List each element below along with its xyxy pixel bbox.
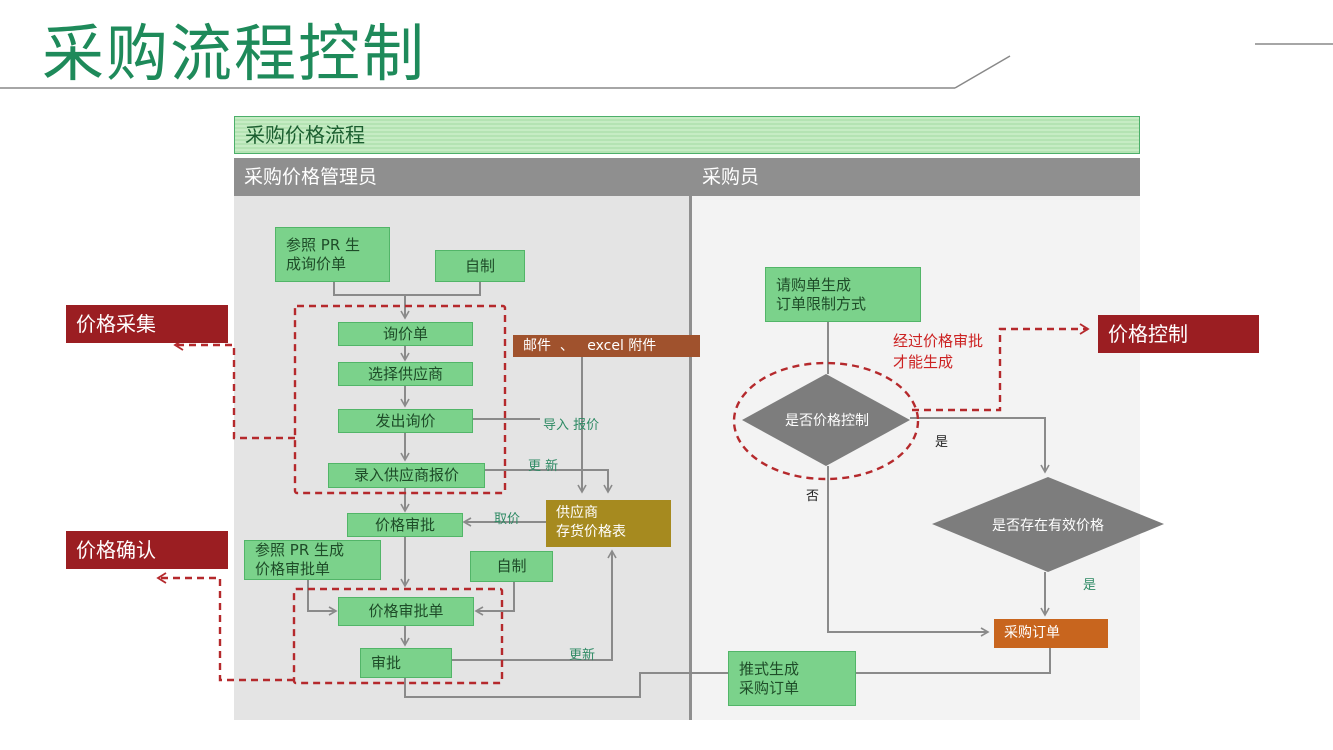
tag-price-confirm: 价格确认	[66, 531, 228, 569]
label-update-2: 更新	[569, 648, 596, 663]
lane-header-price-admin: 采购价格管理员	[234, 158, 690, 196]
page-title: 采购流程控制	[42, 17, 427, 90]
lane-price-admin	[234, 196, 690, 720]
lane-header-buyer: 采购员	[692, 158, 1140, 196]
note-price-approval-required: 经过价格审批 才能生成	[893, 332, 984, 371]
box-ref-pr-inquiry: 参照 PR 生 成询价单	[275, 227, 390, 282]
box-push-generate-label: 推式生成 采购订单	[739, 659, 800, 697]
box-push-generate: 推式生成 采购订单	[728, 651, 856, 706]
label-import-quote: 导入 报价	[543, 418, 600, 433]
label-yes-2: 是	[1083, 578, 1097, 593]
box-purchase-order: 采购订单	[994, 619, 1108, 648]
box-req-limit: 请购单生成 订单限制方式	[765, 267, 921, 322]
process-header: 采购价格流程	[234, 116, 1140, 154]
tag-price-collect: 价格采集	[66, 305, 228, 343]
label-yes-1: 是	[935, 435, 949, 450]
box-approve: 审批	[360, 648, 452, 678]
box-ref-pr-approval: 参照 PR 生成 价格审批单	[244, 540, 381, 580]
box-supplier-price-table: 供应商 存货价格表	[546, 500, 671, 547]
box-ref-pr-inquiry-label: 参照 PR 生 成询价单	[286, 235, 361, 273]
box-req-limit-label: 请购单生成 订单限制方式	[776, 275, 867, 313]
box-self-made-2: 自制	[470, 551, 553, 582]
box-email-excel: 邮件 、 excel 附件	[513, 335, 700, 357]
label-update-1: 更 新	[528, 459, 559, 474]
box-supplier-price-table-label: 供应商 存货价格表	[556, 505, 626, 540]
box-price-approval: 价格审批	[347, 513, 463, 537]
box-select-supplier: 选择供应商	[338, 362, 473, 386]
box-approval-form: 价格审批单	[338, 597, 474, 626]
label-fetch-price: 取价	[494, 512, 521, 527]
box-enter-quote: 录入供应商报价	[328, 463, 485, 488]
box-send-inquiry: 发出询价	[338, 409, 473, 433]
label-no-1: 否	[806, 489, 820, 504]
diamond-valid-price-label: 是否存在有效价格	[992, 518, 1104, 534]
diamond-price-control-label: 是否价格控制	[785, 413, 869, 429]
box-ref-pr-approval-label: 参照 PR 生成 价格审批单	[255, 541, 345, 578]
box-self-made-1: 自制	[435, 250, 525, 282]
box-inquiry: 询价单	[338, 322, 473, 346]
lane-divider	[689, 158, 692, 720]
tag-price-control: 价格控制	[1098, 315, 1259, 353]
